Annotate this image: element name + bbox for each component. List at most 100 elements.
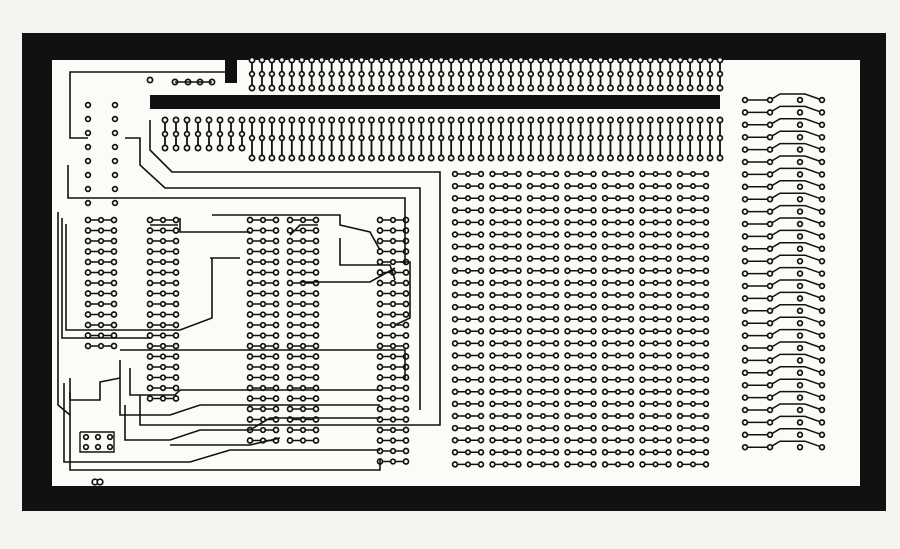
pad <box>407 56 415 64</box>
pad <box>639 279 646 287</box>
pad <box>552 303 560 311</box>
pad <box>676 255 684 262</box>
pad <box>338 116 346 124</box>
pad <box>389 279 397 287</box>
pad <box>741 419 749 426</box>
pad <box>502 170 509 178</box>
pad <box>146 76 154 84</box>
pad <box>464 304 472 311</box>
pad <box>318 56 326 64</box>
pad <box>286 311 294 318</box>
pad <box>389 216 397 224</box>
pad <box>614 231 622 238</box>
pad <box>652 279 659 286</box>
pad <box>527 134 535 142</box>
pad <box>172 279 180 287</box>
pad <box>702 424 710 432</box>
pad <box>702 291 710 299</box>
pad <box>172 311 180 318</box>
pad <box>502 388 509 395</box>
pad <box>577 461 584 468</box>
pad <box>389 290 397 297</box>
pad <box>328 154 336 162</box>
pad <box>627 388 635 396</box>
pad <box>741 245 749 253</box>
pad <box>348 84 356 92</box>
pad <box>564 291 571 299</box>
pad <box>689 195 697 202</box>
pad <box>665 194 672 202</box>
pad <box>702 352 710 359</box>
pad <box>539 243 547 250</box>
pad <box>527 56 535 64</box>
pad <box>502 352 509 359</box>
pad <box>637 134 644 142</box>
pad <box>627 291 635 299</box>
pad <box>590 315 597 323</box>
pad <box>639 328 646 335</box>
pad <box>464 243 472 250</box>
pad <box>796 183 804 191</box>
pad <box>639 449 646 456</box>
pad <box>489 340 496 347</box>
trace <box>745 217 823 225</box>
pad <box>272 279 280 287</box>
pad <box>577 388 584 395</box>
pad <box>818 381 826 389</box>
pad <box>288 56 296 64</box>
pad <box>564 231 571 238</box>
pad <box>502 267 509 274</box>
pad <box>457 154 465 162</box>
pad <box>389 237 397 245</box>
pad <box>652 364 659 371</box>
pad <box>741 295 749 302</box>
pad <box>526 182 534 190</box>
pad <box>358 134 365 142</box>
trace <box>745 390 823 399</box>
pad <box>417 84 425 92</box>
pad <box>614 183 622 190</box>
pad <box>702 412 710 420</box>
pad <box>587 84 595 92</box>
pad <box>590 340 597 347</box>
pad <box>376 405 384 413</box>
pad <box>318 70 325 78</box>
pad <box>702 207 710 214</box>
pad <box>402 290 410 297</box>
pad <box>159 300 167 308</box>
pad <box>627 170 635 178</box>
pad <box>312 300 320 308</box>
pad <box>467 116 475 124</box>
pad <box>766 121 774 129</box>
pad <box>539 412 547 420</box>
pad <box>308 70 315 78</box>
pad <box>652 316 659 323</box>
pad <box>312 342 320 350</box>
pad <box>616 84 624 92</box>
pad <box>312 426 320 434</box>
pad <box>564 194 571 202</box>
pad <box>318 116 326 124</box>
pad <box>464 316 472 323</box>
pad <box>537 154 545 162</box>
pad <box>676 328 684 335</box>
pad <box>111 129 119 137</box>
pad <box>627 461 635 468</box>
pad <box>666 116 674 124</box>
pad <box>539 219 547 226</box>
pad <box>376 374 384 381</box>
pad <box>564 352 571 359</box>
pad <box>796 443 804 451</box>
pad <box>248 134 256 142</box>
pad <box>246 216 254 224</box>
pad <box>94 443 102 451</box>
pad <box>587 154 595 162</box>
pad <box>502 207 509 214</box>
pad <box>451 449 459 456</box>
pad <box>205 144 213 152</box>
trace <box>745 304 823 312</box>
pad <box>159 363 167 371</box>
pad <box>451 315 459 323</box>
pad <box>517 116 525 124</box>
pad <box>338 56 346 64</box>
